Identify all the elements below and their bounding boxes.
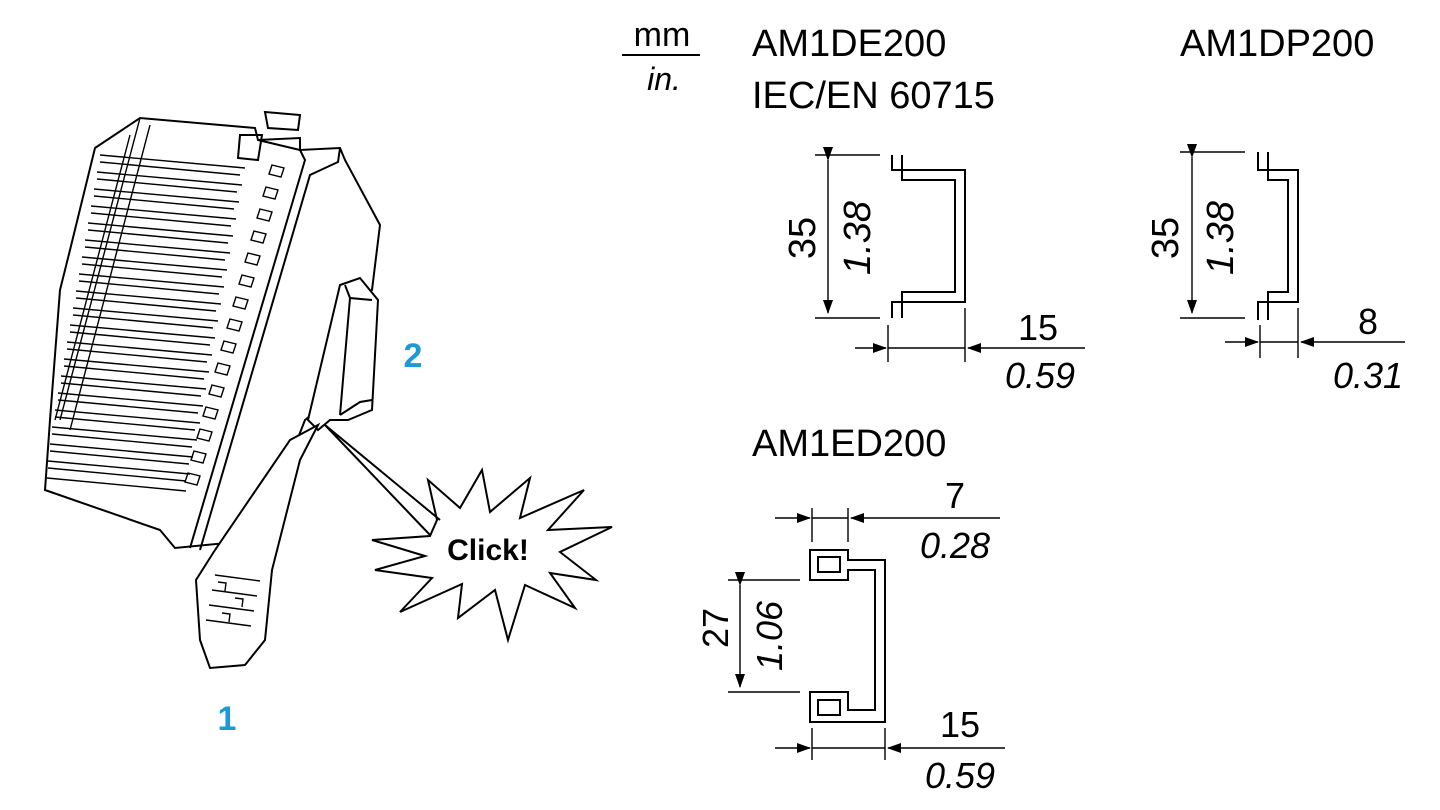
rail-am1ed200-height-in: 1.06 <box>749 600 790 671</box>
rail-am1dp200-height-mm: 35 <box>1145 217 1187 259</box>
click-callout: Click! <box>447 534 529 567</box>
step-1-label: 1 <box>218 700 237 738</box>
rail-am1ed200-lip-in: 0.28 <box>920 525 990 566</box>
rail-am1dp200-width-mm: 8 <box>1358 301 1378 342</box>
rail-am1ed200-width-in: 0.59 <box>925 755 995 796</box>
rail-am1de200-width-in: 0.59 <box>1005 355 1075 396</box>
unit-mm: mm <box>634 16 691 54</box>
rail-am1ed200-model: AM1ED200 <box>752 423 946 465</box>
clip-slots <box>205 574 261 627</box>
rail-am1dp200-width-in: 0.31 <box>1333 355 1403 396</box>
rail-am1de200-width-mm: 15 <box>1018 307 1058 348</box>
rail-am1de200-profile <box>891 155 966 318</box>
rail-am1dp200-profile <box>1257 152 1299 320</box>
rail-am1ed200: AM1ED200 7 0.28 27 1.06 15 0.59 <box>695 423 1005 796</box>
rail-am1de200-model: AM1DE200 <box>752 23 946 65</box>
rail-am1de200-standard: IEC/EN 60715 <box>752 75 995 117</box>
units-legend: mm in. <box>622 16 700 97</box>
step-2-label: 2 <box>404 337 423 375</box>
rail-am1ed200-profile <box>809 549 886 723</box>
rail-am1de200-height-mm: 35 <box>782 217 824 259</box>
module-fins <box>46 117 246 492</box>
rail-am1de200-height-in: 1.38 <box>837 201 879 275</box>
module-illustration: Click! <box>43 110 613 670</box>
rail-am1dp200-height-in: 1.38 <box>1200 201 1242 275</box>
rail-am1ed200-lip-mm: 7 <box>945 475 965 516</box>
rail-am1dp200-model: AM1DP200 <box>1180 23 1374 65</box>
rail-am1dp200: AM1DP200 35 1.38 8 0.31 <box>1145 23 1405 396</box>
rail-am1de200: AM1DE200 IEC/EN 60715 35 1.38 15 0.59 <box>752 23 1085 396</box>
unit-inch: in. <box>647 61 681 97</box>
rail-am1ed200-height-mm: 27 <box>695 608 736 648</box>
module-terminals <box>184 164 285 486</box>
click-burst <box>324 424 613 644</box>
rail-am1ed200-width-mm: 15 <box>940 704 980 745</box>
